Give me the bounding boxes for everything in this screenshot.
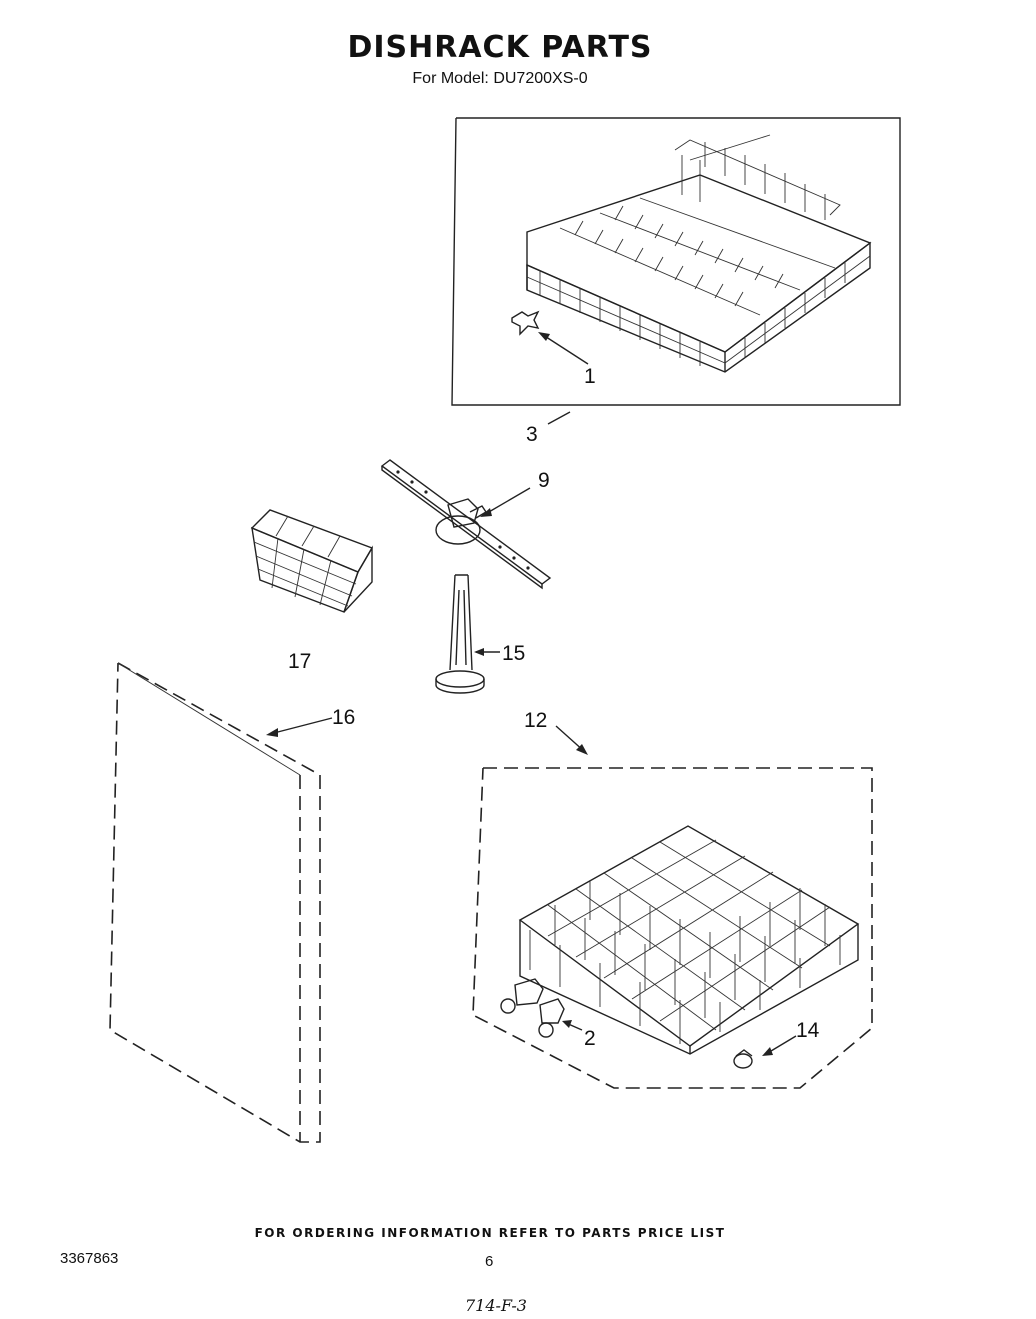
callout-12: 12 xyxy=(524,709,547,732)
leader-16 xyxy=(269,717,333,735)
upper-dishrack xyxy=(526,134,872,373)
callout-3: 3 xyxy=(526,423,538,446)
page-title: DISHRACK PARTS xyxy=(347,30,653,65)
handwritten-note: 714-F-3 xyxy=(465,1296,527,1315)
callout-15: 15 xyxy=(502,642,525,665)
callout-14: 14 xyxy=(796,1019,820,1042)
model-subtitle: For Model: DU7200XS-0 xyxy=(412,70,588,87)
spray-arm xyxy=(380,459,552,590)
spray-tube xyxy=(435,574,485,694)
callout-16: 16 xyxy=(332,706,355,729)
upper-rack-assembly-box xyxy=(451,117,901,406)
document-number: 3367863 xyxy=(60,1250,119,1267)
lower-dishrack xyxy=(518,825,860,1055)
callout-2: 2 xyxy=(584,1027,596,1050)
rack-roller-wheels xyxy=(500,978,565,1038)
callout-9: 9 xyxy=(538,469,550,492)
ordering-info-note: FOR ORDERING INFORMATION REFER TO PARTS … xyxy=(254,1226,726,1240)
leader-1 xyxy=(539,332,589,365)
callout-17: 17 xyxy=(288,650,311,673)
lower-rack-assembly-box xyxy=(472,767,873,1089)
page-number: 6 xyxy=(485,1253,494,1270)
rack-stop-clip xyxy=(511,310,540,336)
leader-3 xyxy=(547,411,571,425)
door-panel xyxy=(109,662,321,1143)
silverware-basket xyxy=(250,509,374,613)
rack-stop-cap xyxy=(733,1049,753,1069)
callout-1: 1 xyxy=(584,365,596,388)
